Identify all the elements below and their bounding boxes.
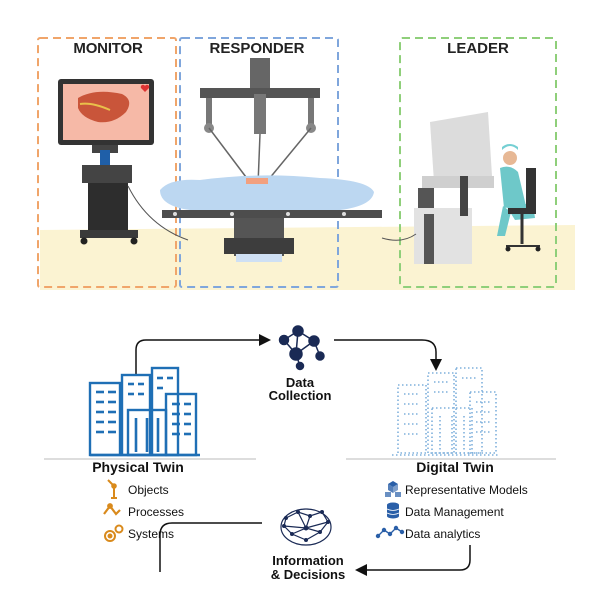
robot-and-table [160, 58, 382, 262]
physical-twin-title: Physical Twin [92, 459, 184, 475]
brain-network-icon [280, 508, 332, 546]
physical-buildings-icon [88, 366, 200, 457]
process-arm-icon [103, 503, 121, 516]
data-collection-label-line2: Collection [269, 388, 332, 403]
arrow-data-to-digital [334, 339, 442, 371]
surgeon-console [381, 112, 541, 264]
digital-item-data-management: Data Management [405, 505, 504, 519]
monitor-label: MONITOR [73, 40, 143, 57]
leader-box [399, 37, 557, 288]
arrow-physical-to-data [135, 334, 271, 375]
data-collection-label-line1: Data [286, 375, 315, 390]
robot-arm-icon [107, 479, 117, 499]
digital-item-models: Representative Models [405, 483, 528, 497]
twin-cycle-diagram: Data Collection Physical Twin Digital Tw… [44, 325, 556, 582]
surgical-scene-illustration: MONITOR RESPONDER LEADER [37, 37, 575, 290]
digital-buildings-icon [392, 367, 500, 456]
monitor-tower [58, 79, 189, 245]
digital-item-analytics: Data analytics [405, 527, 480, 541]
physical-item-systems: Systems [128, 527, 174, 541]
gears-icon [104, 524, 124, 542]
database-icon [386, 502, 400, 519]
arrow-digital-to-info [355, 545, 471, 576]
responder-box [179, 37, 339, 288]
information-label-line1: Information [272, 553, 344, 568]
physical-item-objects: Objects [128, 483, 169, 497]
information-label-line2: & Decisions [271, 567, 345, 582]
network-icon [278, 325, 325, 371]
monitor-box [37, 37, 177, 288]
analytics-icon [375, 525, 405, 539]
cubes-icon [385, 481, 401, 497]
responder-label: RESPONDER [209, 40, 304, 57]
physical-item-processes: Processes [128, 505, 184, 519]
leader-label: LEADER [447, 40, 509, 57]
digital-twin-title: Digital Twin [416, 459, 494, 475]
